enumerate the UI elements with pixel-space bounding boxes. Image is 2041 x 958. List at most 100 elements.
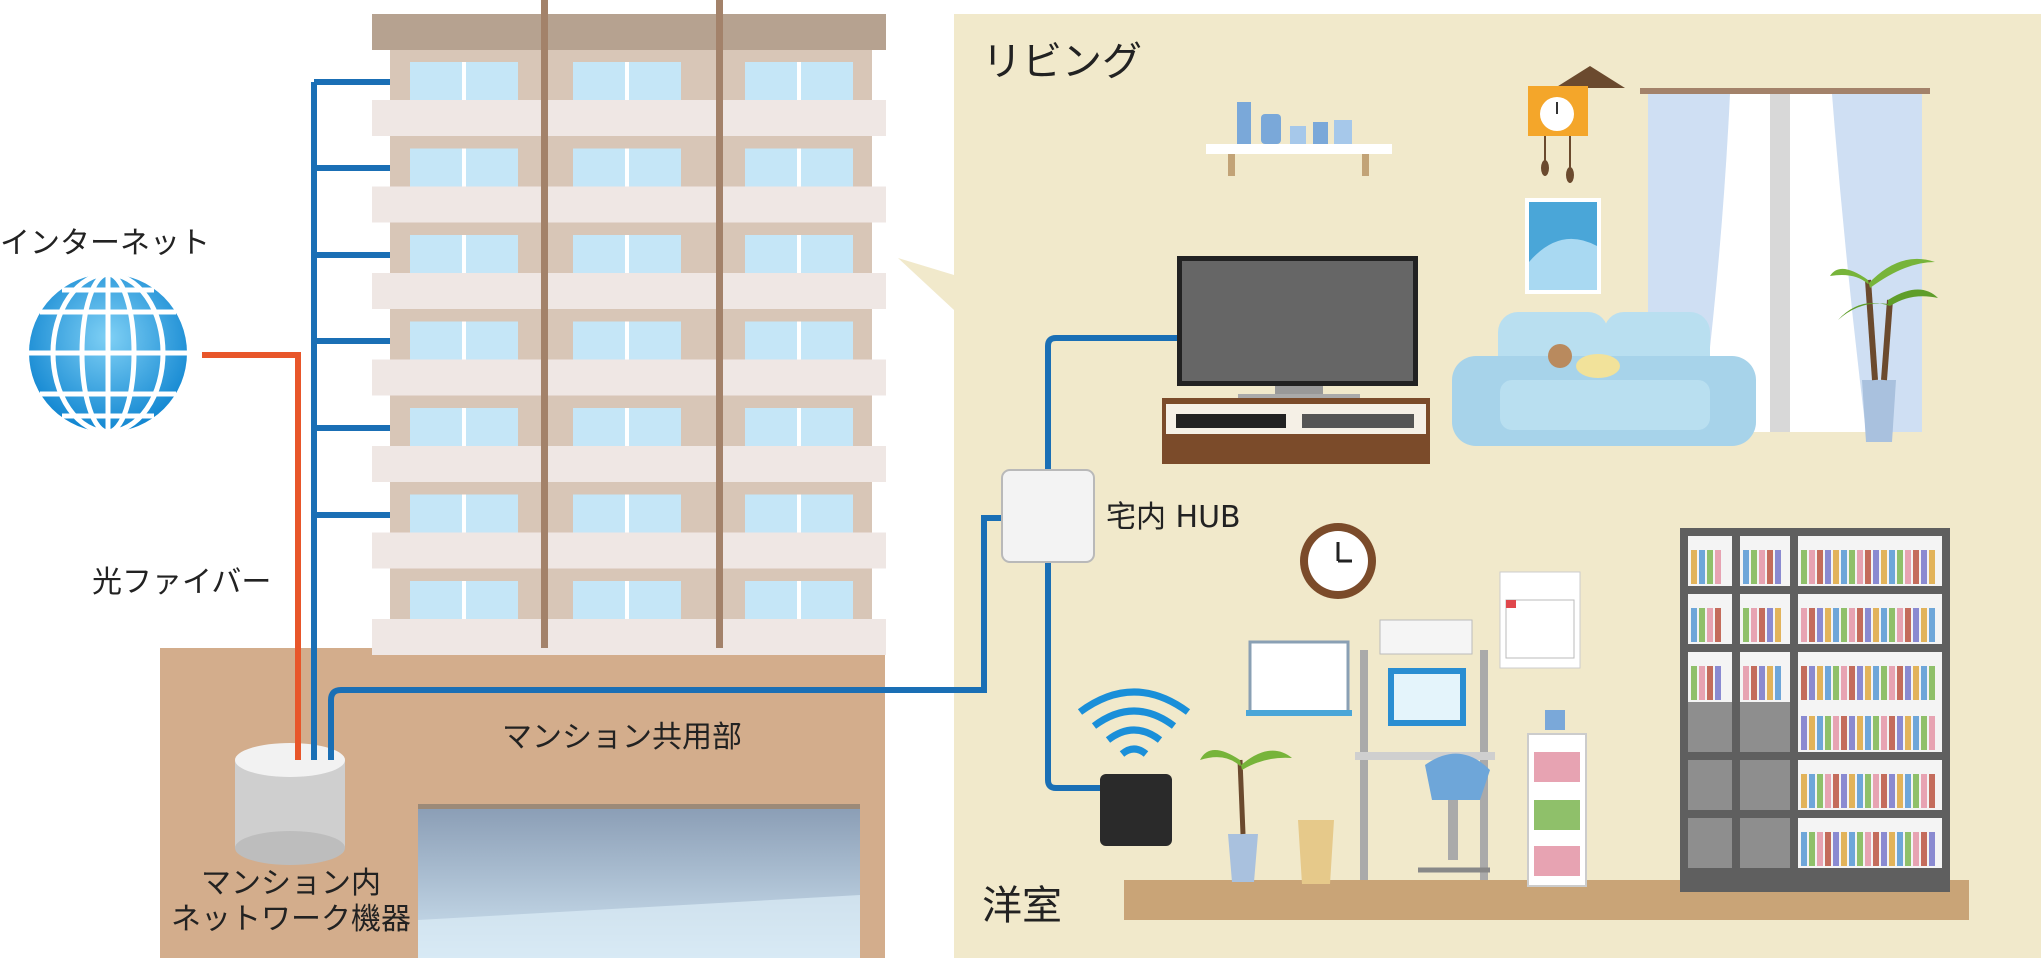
book — [1775, 666, 1781, 700]
book — [1921, 666, 1927, 700]
book — [1833, 832, 1839, 866]
book — [1809, 832, 1815, 866]
hub-label: 宅内 HUB — [1106, 500, 1241, 535]
book — [1905, 716, 1911, 750]
pipe — [541, 0, 548, 648]
whiteboard — [1246, 640, 1352, 716]
book — [1699, 608, 1705, 642]
shelf-cell — [1688, 818, 1732, 868]
wall-shelf — [1206, 102, 1392, 176]
book — [1921, 716, 1927, 750]
book — [1775, 550, 1781, 584]
book — [1865, 716, 1871, 750]
book — [1905, 832, 1911, 866]
book — [1921, 608, 1927, 642]
book — [1881, 774, 1887, 808]
book — [1929, 716, 1935, 750]
book — [1873, 832, 1879, 866]
book — [1897, 716, 1903, 750]
book — [1889, 832, 1895, 866]
book — [1751, 666, 1757, 700]
book — [1921, 550, 1927, 584]
book — [1881, 550, 1887, 584]
pipe — [716, 0, 723, 648]
book — [1873, 666, 1879, 700]
book — [1865, 832, 1871, 866]
small-bookshelf — [1527, 710, 1587, 887]
book — [1881, 716, 1887, 750]
window-frame — [625, 62, 629, 100]
potted-plant-small — [1200, 750, 1292, 882]
book — [1889, 716, 1895, 750]
potted-plant — [1830, 258, 1938, 442]
globe-icon — [29, 271, 187, 435]
book — [1699, 666, 1705, 700]
book — [1889, 666, 1895, 700]
fiber-label: 光ファイバー — [92, 565, 272, 600]
lan-lines — [311, 79, 1180, 791]
book — [1691, 550, 1697, 584]
book — [1715, 608, 1721, 642]
book — [1759, 550, 1765, 584]
balcony — [372, 186, 886, 223]
window-frame — [462, 321, 466, 360]
balcony — [372, 273, 886, 309]
living-room-furniture — [1162, 66, 1938, 464]
book — [1929, 550, 1935, 584]
book — [1825, 716, 1831, 750]
window-frame — [797, 62, 801, 100]
book — [1897, 666, 1903, 700]
book — [1905, 608, 1911, 642]
book — [1897, 832, 1903, 866]
book — [1857, 550, 1863, 584]
book — [1905, 774, 1911, 808]
window-frame — [797, 494, 801, 533]
cuckoo-clock — [1528, 66, 1625, 183]
book — [1849, 550, 1855, 584]
book — [1913, 550, 1919, 584]
wall-painting — [1525, 198, 1601, 294]
book — [1905, 666, 1911, 700]
book — [1775, 608, 1781, 642]
book — [1825, 550, 1831, 584]
balcony — [372, 619, 886, 655]
network-device-cylinder — [235, 743, 345, 865]
book — [1881, 832, 1887, 866]
book — [1897, 608, 1903, 642]
book — [1913, 716, 1919, 750]
book — [1743, 666, 1749, 700]
window-frame — [797, 408, 801, 446]
book — [1767, 608, 1773, 642]
book — [1759, 608, 1765, 642]
book — [1817, 716, 1823, 750]
book — [1825, 608, 1831, 642]
book — [1849, 774, 1855, 808]
book — [1809, 608, 1815, 642]
window-frame — [462, 235, 466, 273]
book — [1873, 608, 1879, 642]
book — [1801, 716, 1807, 750]
book — [1921, 832, 1927, 866]
internet-label: インターネット — [0, 226, 210, 261]
book — [1897, 550, 1903, 584]
book — [1849, 832, 1855, 866]
hub-device — [1001, 469, 1095, 563]
book — [1699, 550, 1705, 584]
window-frame — [462, 581, 466, 619]
book — [1841, 832, 1847, 866]
building-roof — [372, 14, 886, 50]
book — [1691, 666, 1697, 700]
network-device-label-line2: ネットワーク機器 — [171, 902, 411, 937]
window-frame — [797, 581, 801, 619]
window-frame — [462, 148, 466, 187]
book — [1817, 832, 1823, 866]
western-room-furniture — [1077, 523, 1969, 920]
book — [1849, 608, 1855, 642]
book — [1759, 666, 1765, 700]
balcony — [372, 100, 886, 136]
balcony — [372, 359, 886, 396]
book — [1865, 608, 1871, 642]
window-frame — [462, 408, 466, 446]
shelf-cell — [1740, 702, 1790, 752]
